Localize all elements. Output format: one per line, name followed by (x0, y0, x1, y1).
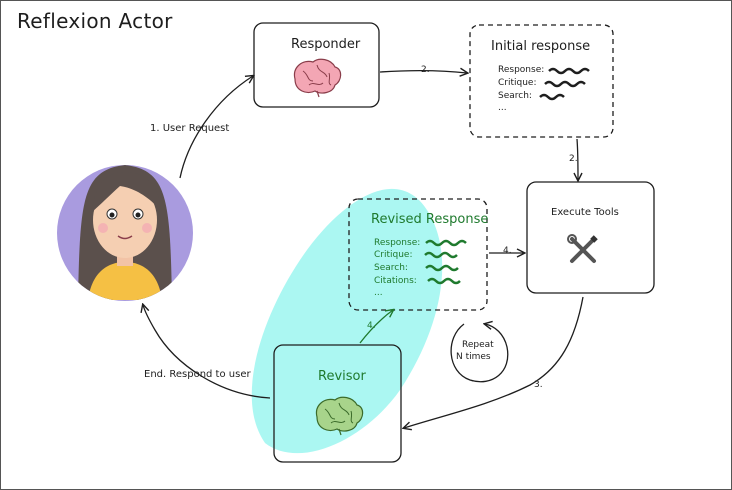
revised-field-ellipsis: ... (374, 288, 383, 298)
execute-tools-box (526, 181, 655, 294)
revisor-box (273, 344, 402, 463)
edge-label-step2-a: 2. (421, 65, 430, 75)
edge-label-end: End. Respond to user (144, 369, 251, 380)
avatar-woman (57, 165, 193, 301)
squiggle (427, 277, 461, 285)
initial-field-ellipsis: ... (498, 103, 507, 113)
revisor-title: Revisor (318, 369, 366, 384)
arrow-revisor-revised (359, 310, 393, 344)
initial-response-title: Initial response (491, 39, 591, 54)
diagram-title: Reflexion Actor (17, 9, 173, 33)
repeat-label-line2: N times (456, 352, 491, 362)
wrench-screwdriver-icon (567, 234, 598, 263)
arrow-tools-revisor (404, 296, 584, 428)
edge-label-step4-b: 4. (367, 321, 376, 331)
initial-response-box (469, 24, 614, 138)
brain-icon-green (315, 396, 364, 436)
edge-label-user-request: 1. User Request (150, 123, 230, 134)
revised-field-response: Response: (374, 238, 421, 248)
revised-response-title: Revised Response (371, 212, 489, 227)
arrow-responder-initial (379, 71, 467, 73)
initial-field-response: Response: (498, 65, 545, 75)
revised-field-search: Search: (374, 263, 408, 273)
responder-box (253, 22, 380, 108)
squiggle (424, 251, 458, 259)
arrow-initial-tools (577, 138, 578, 180)
execute-tools-title: Execute Tools (551, 207, 619, 218)
repeat-label-line1: Repeat (462, 340, 494, 350)
arrow-end-respond (143, 305, 271, 399)
squiggle (425, 264, 459, 272)
initial-field-critique: Critique: (498, 78, 537, 88)
revisor-highlight (251, 188, 443, 454)
revised-response-box (348, 198, 488, 311)
brain-icon (293, 58, 342, 98)
initial-field-search: Search: (498, 91, 532, 101)
edge-label-step2-b: 2. (569, 154, 578, 164)
repeat-loop-arrow (450, 324, 509, 383)
revised-field-citations: Citations: (374, 276, 417, 286)
edge-label-step4-a: 4. (503, 246, 512, 256)
revised-field-critique: Critique: (374, 250, 413, 260)
squiggle (544, 80, 586, 88)
squiggle (548, 67, 590, 75)
squiggle (539, 93, 565, 101)
arrow-user-request (179, 76, 253, 179)
squiggle (425, 239, 467, 247)
edge-label-step3: 3. (534, 380, 543, 390)
responder-title: Responder (291, 37, 361, 52)
